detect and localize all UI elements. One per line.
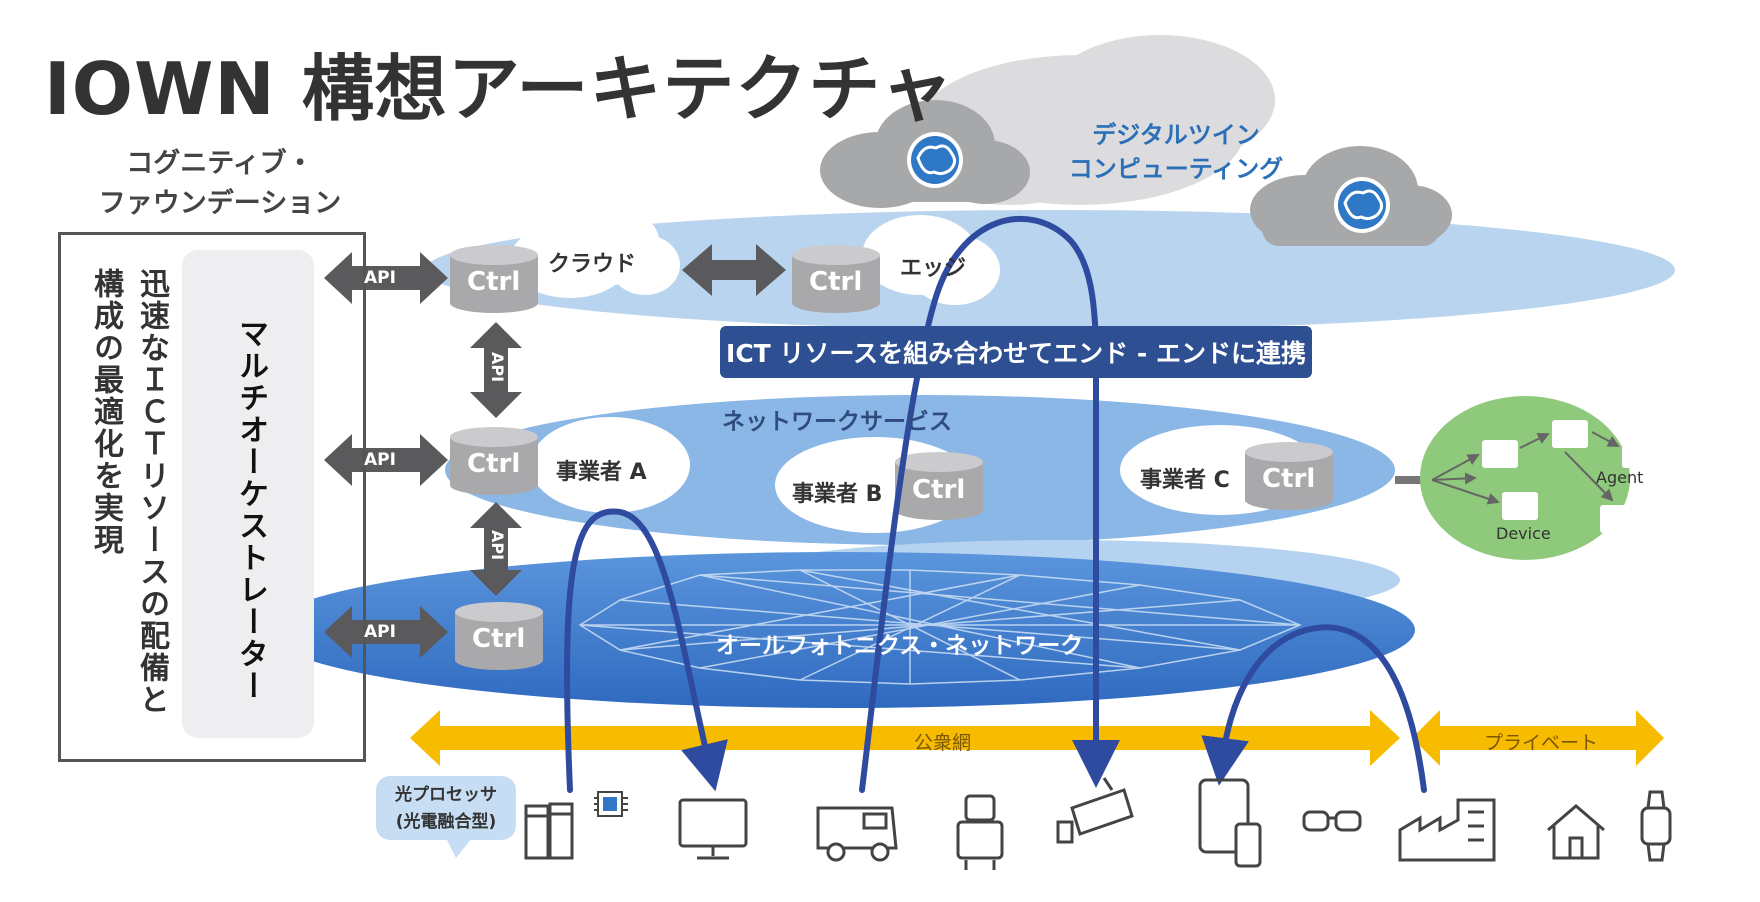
photonic-processor-line1: 光プロセッサ [395, 785, 497, 805]
public-network-band [410, 710, 1400, 766]
ctrl-label: Ctrl [472, 624, 526, 654]
ctrl-label: Ctrl [467, 449, 521, 479]
ctrl-cylinder [792, 245, 880, 313]
operator-c-label: 事業者 C [1140, 468, 1230, 493]
car-icon [816, 806, 898, 862]
digital-twin-line1: デジタルツイン [1092, 121, 1260, 149]
ctrl-cylinder [455, 602, 543, 670]
ctrl-cylinder [895, 452, 983, 520]
watch-icon [1640, 790, 1672, 862]
house-icon [1547, 804, 1605, 860]
api-label: API [364, 268, 396, 288]
monitor-icon [678, 798, 748, 860]
public-network-label: 公衆網 [914, 732, 972, 754]
cognitive-foundation-description: 迅速なＩＣＴリソースの配備と構成の最適化を実現 [88, 268, 169, 716]
network-service-label: ネットワークサービス [722, 409, 952, 435]
chip-icon [594, 791, 628, 817]
agent-links [1431, 431, 1620, 505]
operator-a-oval [530, 417, 690, 513]
cloud-label: クラウド [548, 252, 637, 277]
ctrl-cylinder [1245, 442, 1333, 510]
ctrl-label: Ctrl [809, 267, 863, 297]
cognitive-foundation-frame [58, 232, 366, 762]
glasses-icon [1302, 810, 1362, 832]
edge-white-shape [862, 215, 1000, 305]
cognitive-foundation-label: コグニティブ・ ファウンデーション [70, 144, 370, 224]
api-label: API [364, 622, 396, 642]
integration-banner: ICT リソースを組み合わせてエンド - エンドに連携 [720, 326, 1312, 378]
photonic-processor-line2: (光電融合型) [395, 812, 497, 832]
agent-label: Agent [1596, 468, 1644, 487]
factory-icon [1398, 798, 1496, 862]
edge-label: エッジ [900, 256, 967, 281]
device-label: Device [1496, 524, 1551, 543]
ctrl-label: Ctrl [467, 267, 521, 297]
brain-icon [1334, 177, 1390, 233]
server-icon [524, 802, 574, 860]
photonic-processor-bubble: 光プロセッサ (光電融合型) [376, 776, 516, 858]
robot-icon [956, 794, 1004, 870]
api-label-vertical: API [488, 352, 507, 383]
cloud-edge-arrow [682, 244, 786, 296]
api-arrow-vertical [470, 322, 522, 596]
operator-a-label: 事業者 A [556, 460, 647, 485]
photonics-network-label: オールフォトニクス・ネットワーク [716, 633, 1084, 659]
api-arrow [324, 252, 448, 658]
brain-icon [907, 132, 963, 188]
cloud-white-shape [510, 205, 680, 298]
page-title: IOWN 構想アーキテクチャ [44, 47, 954, 131]
operator-b-label: 事業者 B [792, 482, 883, 507]
digital-twin-line2: コンピューティング [1068, 155, 1284, 183]
flow-arrows [564, 215, 1427, 793]
orchestrator-box [182, 250, 314, 738]
tablet-icon [1198, 778, 1262, 868]
ctrl-label: Ctrl [1262, 464, 1316, 494]
ctrl-cylinder [450, 245, 538, 313]
camera-icon [1056, 777, 1134, 844]
digital-twin-label: デジタルツイン コンピューティング [1026, 118, 1326, 186]
private-network-band [1412, 710, 1664, 766]
cognitive-foundation-line1: コグニティブ・ [126, 148, 314, 179]
cognitive-foundation-line2: ファウンデーション [98, 188, 342, 219]
orchestrator-label: マルチオーケストレーター [233, 318, 268, 702]
agent-connector [1395, 476, 1430, 484]
agent-nodes [1482, 420, 1658, 533]
ctrl-label: Ctrl [912, 475, 966, 505]
ctrl-cylinder [450, 427, 538, 495]
api-label-vertical: API [488, 530, 507, 561]
photonics-mesh [578, 569, 1302, 685]
api-label: API [364, 450, 396, 470]
private-network-label: プライベート [1484, 732, 1599, 754]
